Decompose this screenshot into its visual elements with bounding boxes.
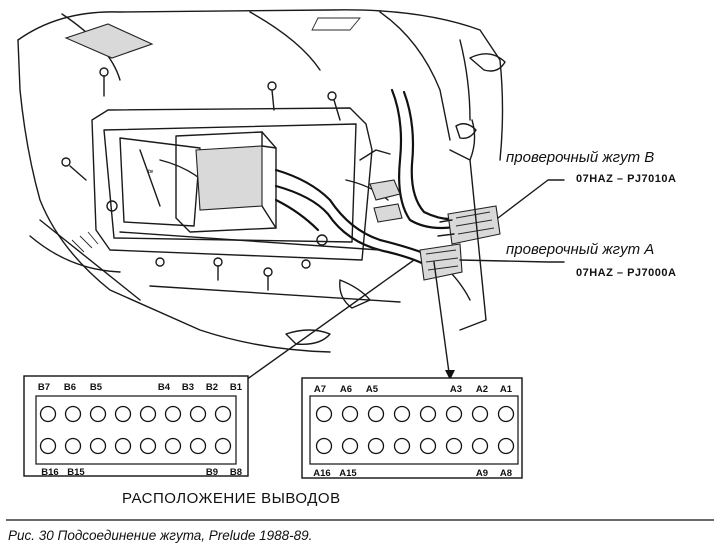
harness-b-part-number: 07HAZ – PJ7010A [576,173,676,185]
pin-label: A5 [366,384,379,395]
connector-a-pin [497,405,515,423]
connector-a-pin [419,405,437,423]
test-harness-a-connector [419,243,463,281]
connector-b-pin [189,437,207,455]
connector-b-pin [64,405,82,423]
connector-a-pin [367,405,385,423]
pin-label: B5 [90,382,103,393]
mounting-bracket [91,107,373,261]
harness-a-part-number: 07HAZ – PJ7000A [576,267,676,279]
connector-a-pin [315,405,333,423]
pin-label: B16 [41,467,58,478]
pin-label: A9 [476,468,488,479]
clip-icon [469,53,506,72]
pin-label: B6 [64,382,76,393]
pin-label: B3 [182,382,194,393]
connector-b-pin [164,437,182,455]
connector-b-bottom-labels: B16 B15 B9 B8 [41,467,242,478]
connector-a-pinout: A7 A6 A5 A3 A2 A1 A16 A15 A9 A8 [301,377,523,479]
connector-b-pin [89,405,107,423]
connector-a-pin [315,437,333,455]
harness-b-label: проверочный жгут В [506,149,654,166]
connector-a-bottom-labels: A16 A15 A9 A8 [313,468,512,479]
pin-label: B8 [230,467,242,478]
pin-label: A6 [340,384,352,395]
pin-label: B2 [206,382,218,393]
figure-caption: Рис. 30 Подсоединение жгута, Prelude 198… [8,528,312,543]
harness-a-label: проверочный жгут А [506,241,654,258]
vent-panel [64,23,154,59]
connector-b-pins [39,405,232,455]
pin-label: A15 [339,468,357,479]
connector-a-pin [367,437,385,455]
pin-label: B15 [67,467,85,478]
connector-b-pin [214,405,232,423]
connector-a-pin [471,405,489,423]
ecu-marker-text: ᵇᶦᶦ [147,168,153,177]
connector-a-pin [393,405,411,423]
connector-b-pin [89,437,107,455]
connector-a-pin [393,437,411,455]
pinout-title: РАСПОЛОЖЕНИЕ ВЫВОДОВ [122,490,341,507]
inline-connector [369,179,401,201]
connector-b-top-labels: B7 B6 B5 B4 B3 B2 B1 [38,382,243,393]
connector-a-pin [497,437,515,455]
connector-a-pins [315,405,515,455]
connector-b-pin [114,437,132,455]
connector-b-pin [64,437,82,455]
connector-a-top-labels: A7 A6 A5 A3 A2 A1 [314,384,513,395]
connector-a-pin [341,437,359,455]
pin-label: B9 [206,467,218,478]
pin-label: A2 [476,384,488,395]
pin-label: A16 [313,468,330,479]
connector-b-pin [39,437,57,455]
connector-a-pin [419,437,437,455]
vehicle-interior-drawing: ᵇᶦᶦ [17,9,506,353]
connector-b-pin [164,405,182,423]
pin-label: A3 [450,384,462,395]
pin-label: A7 [314,384,326,395]
test-harness-b-connector [437,205,501,245]
connector-b-pin [114,405,132,423]
connector-b-pin [139,405,157,423]
pin-label: B4 [158,382,171,393]
connector-a-pin [341,405,359,423]
callout-leaders [245,179,565,381]
pin-label: B1 [230,382,243,393]
connector-b-pin [39,405,57,423]
pin-label: A8 [500,468,512,479]
connector-b-pin [214,437,232,455]
pin-label: B7 [38,382,50,393]
connector-b-pinout: B7 B6 B5 B4 B3 B2 B1 B16 B15 B9 B8 [23,375,249,478]
bolt-icon [61,67,341,291]
connector-a-pin [445,405,463,423]
connector-b-pin [189,405,207,423]
pin-label: A1 [500,384,513,395]
connector-a-pin [471,437,489,455]
connector-b-pin [139,437,157,455]
connector-a-pin [445,437,463,455]
